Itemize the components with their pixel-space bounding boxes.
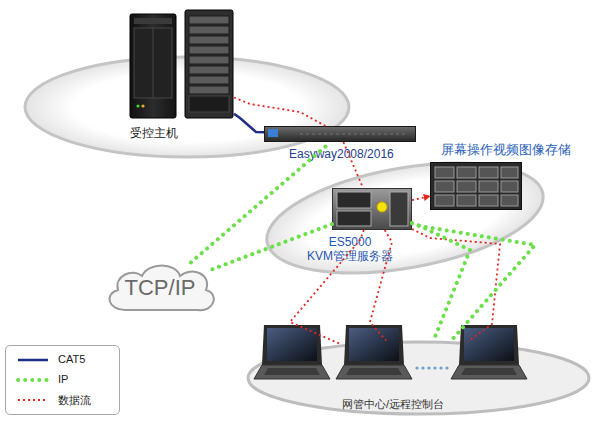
drive-bay (457, 195, 476, 206)
connector-line (412, 229, 500, 342)
drive-bay (189, 56, 229, 64)
laptop-base (336, 365, 412, 379)
ellipsis-dot (427, 366, 430, 369)
drive-bay (501, 181, 518, 192)
ellipsis-dot (415, 366, 418, 369)
laptop-icon (451, 325, 527, 379)
status-led (141, 104, 144, 107)
laptop-base (254, 365, 330, 379)
node-label: Easyway2008/2016 (289, 147, 429, 161)
platform-ellipse: 网管中心/远程控制台 (246, 340, 591, 416)
drive-bay (337, 192, 371, 208)
drive-bay (435, 195, 454, 206)
server-rack (130, 14, 176, 118)
laptop-lid (262, 325, 322, 365)
drive-bay (189, 76, 229, 84)
legend-swatch (14, 352, 50, 368)
node-label: 受控主机 (130, 126, 220, 140)
node-label: TCP/IP (100, 275, 220, 301)
laptop-lid (344, 325, 404, 365)
drive-bay (189, 66, 229, 74)
laptop-screen (349, 328, 399, 361)
drive-bay (189, 86, 229, 94)
connector-line (290, 230, 364, 344)
ellipsis-dot (433, 366, 436, 369)
drive-bay (337, 211, 371, 226)
device-box: 屏幕操作视频图像存储 (430, 162, 522, 210)
connector-line (412, 223, 470, 340)
device-box: 受控主机 (128, 8, 234, 144)
laptop-keyboard (346, 368, 402, 375)
drive-bay (479, 167, 498, 178)
legend-line-sample (18, 399, 48, 401)
legend-label: IP (58, 373, 68, 385)
legend-swatch (14, 372, 50, 388)
connector-line (412, 196, 430, 200)
rack-panel (189, 96, 229, 112)
connector-line (370, 230, 392, 341)
device-box: ES5000 KVM管理服务器 (332, 188, 412, 230)
platform-ellipse (25, 57, 349, 157)
drive-bay (457, 167, 476, 178)
drive-bay (457, 181, 476, 192)
legend-entry: IP (14, 372, 114, 388)
ellipsis-dot (445, 366, 448, 369)
legend-swatch (14, 392, 50, 408)
drive-bay (189, 46, 229, 54)
port-row (300, 134, 405, 135)
front-panel (390, 192, 408, 226)
drive-bay (479, 181, 498, 192)
drive-bay (189, 26, 229, 34)
node-label: ES5000 KVM管理服务器 (295, 235, 405, 264)
status-led (136, 104, 139, 107)
laptop-base (451, 365, 527, 379)
device-box: Easyway2008/2016 (264, 126, 416, 142)
legend-label: 数据流 (58, 393, 91, 408)
node-label: 屏幕操作视频图像存储 (441, 142, 598, 158)
connector-line (234, 98, 325, 126)
drive-bay (189, 36, 229, 44)
laptop-screen (464, 328, 514, 361)
server-rack (185, 10, 233, 118)
legend-line-sample (18, 359, 48, 362)
ellipsis-dot (421, 366, 424, 369)
drive-bay (435, 167, 454, 178)
drive-bay (501, 167, 518, 178)
ellipse-outline (248, 342, 589, 414)
legend-entry: CAT5 (14, 352, 114, 368)
laptop-icon (336, 325, 412, 379)
laptop-keyboard (264, 368, 320, 375)
drive-bay (479, 195, 498, 206)
ellipsis-dots (415, 366, 448, 369)
connector-line (234, 114, 264, 132)
laptop-icon (254, 325, 330, 379)
device-logo (268, 129, 278, 137)
drive-bay (435, 181, 454, 192)
drive-bay (501, 195, 518, 206)
rack-seam (153, 28, 154, 98)
connector-line (343, 142, 363, 188)
laptop-screen (267, 328, 317, 361)
laptop-keyboard (461, 368, 517, 375)
legend-line-sample (18, 378, 48, 382)
node-label: 网管中心/远程控制台 (342, 398, 482, 411)
network-cloud: TCP/IP (100, 258, 220, 320)
connector-line (208, 224, 332, 271)
connector-line (412, 223, 535, 341)
legend-label: CAT5 (58, 353, 85, 365)
legend-entry: 数据流 (14, 392, 114, 408)
rack-panel (134, 18, 172, 24)
platform-ellipse (258, 144, 551, 291)
status-indicator (377, 202, 387, 212)
legend-box: CAT5IP 数据流 (5, 345, 120, 415)
rack-door (134, 28, 172, 98)
ellipsis-dot (439, 366, 442, 369)
laptop-lid (459, 325, 519, 365)
drive-bay (189, 16, 229, 24)
connector-line (191, 142, 331, 262)
